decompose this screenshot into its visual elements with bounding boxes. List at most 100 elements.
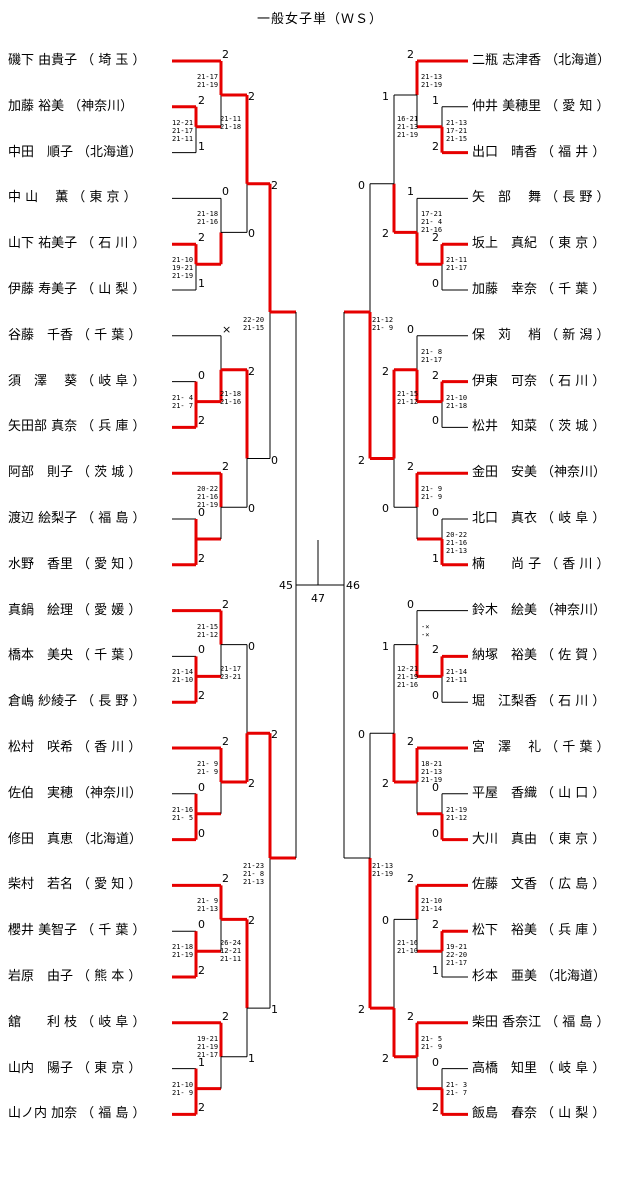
player-prefecture: （ 千 葉 ） [77, 327, 142, 343]
right-score: 1 [407, 185, 414, 199]
left-game-score: 21-18 21-16 [197, 210, 219, 227]
left-game-score: 21- 9 21- 9 [197, 760, 219, 776]
left-score: 0 [198, 780, 205, 794]
player-prefecture: （ 福 島 ） [545, 1014, 610, 1030]
right-score: 1 [432, 93, 439, 107]
player-name: 楠 尚 子 [472, 556, 542, 572]
left-player-24: 山ノ内 加奈（ 福 島 ） [8, 1106, 146, 1122]
player-prefecture: （ 山 梨 ） [81, 282, 146, 297]
player-prefecture: （ 山 口 ） [541, 785, 606, 801]
right-game-score: 21- 3 21- 7 [446, 1080, 468, 1097]
left-r2-game: 21-18 21-16 [220, 389, 242, 406]
right-game-score: 19-21 22-20 21-17 [446, 943, 468, 968]
left-game-score: 21- 9 21-13 [197, 897, 219, 914]
player-name: 佐伯 実穂 [8, 785, 74, 801]
right-player-20: 松下 裕美（ 兵 庫 ） [472, 923, 605, 939]
player-prefecture: （ 東 京 ） [77, 1060, 142, 1076]
right-r3-score: 2 [358, 1003, 365, 1017]
player-name: 舘 利 枝 [8, 1014, 78, 1030]
right-r2-score: 1 [382, 639, 389, 653]
right-r2-score: 0 [382, 502, 389, 516]
player-name: 杉本 亜美 [472, 969, 538, 984]
left-r2-game: 26-24 12-21 21-11 [220, 939, 242, 964]
left-score: 1 [198, 277, 205, 290]
left-player-2: 加藤 裕美（神奈川） [8, 99, 133, 115]
left-score: 2 [198, 231, 205, 245]
left-score: 2 [222, 48, 229, 61]
left-r2-score: 2 [248, 90, 255, 103]
right-r2-game: 21-16 21-10 [397, 939, 419, 956]
player-name: 阿部 則子 [8, 465, 74, 481]
right-player-17: 平屋 香織（ 山 口 ） [472, 786, 605, 802]
left-player-18: 修田 真恵（北海道） [8, 832, 142, 848]
player-prefecture: （ 愛 媛 ） [77, 602, 142, 618]
left-player-14: 橋本 美央（ 千 葉 ） [8, 648, 141, 664]
right-r3-game: 21-13 21-19 [372, 862, 394, 878]
player-prefecture: （ 東 京 ） [541, 831, 606, 847]
right-score: 2 [432, 368, 439, 382]
player-name: 柴田 香奈江 [472, 1014, 542, 1030]
player-prefecture: （ 石 川 ） [541, 694, 606, 710]
player-name: 山下 祐美子 [8, 236, 78, 252]
player-name: 松村 咲希 [8, 740, 74, 755]
player-name: 磯下 由貴子 [8, 53, 78, 68]
player-prefecture: （ 愛 知 ） [545, 98, 610, 114]
left-player-6: 伊藤 寿美子（ 山 梨 ） [8, 282, 146, 298]
left-r2-score: 2 [248, 777, 255, 790]
right-score: 0 [432, 414, 439, 428]
right-player-2: 仲井 美穂里（ 愛 知 ） [472, 99, 610, 115]
right-player-4: 矢 部 舞（ 長 野 ） [472, 190, 610, 206]
right-r2-score: 1 [382, 90, 389, 103]
player-name: 平屋 香織 [472, 785, 538, 801]
left-r3-score: 0 [271, 453, 278, 467]
player-name: 須 澤 葵 [8, 373, 78, 389]
player-name: 坂上 真紀 [472, 236, 538, 252]
left-score: 2 [222, 460, 229, 474]
right-score: 0 [432, 689, 439, 703]
left-r2-score: 0 [248, 227, 255, 241]
right-r2-score: 2 [382, 364, 389, 378]
left-score: 1 [198, 1055, 205, 1069]
left-game-score: 21-18 21-19 [172, 943, 194, 960]
right-player-13: 鈴木 絵美（神奈川） [472, 603, 606, 619]
left-score: 2 [222, 735, 229, 748]
left-player-3: 中田 順子（北海道） [8, 145, 142, 161]
player-name: 櫻井 美智子 [8, 923, 78, 939]
player-name: 高橋 知里 [472, 1060, 538, 1076]
right-game-score: 18-21 21-13 21-19 [421, 760, 443, 784]
right-player-18: 大川 真由（ 東 京 ） [472, 832, 605, 848]
player-name: 鈴木 絵美 [472, 602, 538, 618]
left-player-21: 岩原 由子（ 熊 本 ） [8, 969, 141, 985]
player-prefecture: （ 茨 城 ） [77, 465, 142, 481]
player-name: 北口 真衣 [472, 511, 538, 526]
right-player-5: 坂上 真紀（ 東 京 ） [472, 236, 605, 252]
left-player-22: 舘 利 枝（ 岐 阜 ） [8, 1015, 146, 1031]
right-score: 0 [407, 597, 414, 611]
match-number-left: 45 [279, 579, 293, 592]
right-score: 0 [432, 780, 439, 794]
right-r3-score: 0 [358, 178, 365, 192]
player-prefecture: （北海道） [541, 969, 607, 984]
player-prefecture: （ 千 葉 ） [541, 282, 606, 297]
left-score: 2 [222, 597, 229, 611]
left-score: 2 [198, 551, 205, 565]
left-player-10: 阿部 則子（ 茨 城 ） [8, 465, 141, 481]
right-game-score: 21-10 21-14 [421, 897, 443, 914]
left-player-4: 中 山 薫（ 東 京 ） [8, 190, 137, 206]
player-name: 伊藤 寿美子 [8, 282, 78, 297]
match-number-right: 46 [346, 579, 360, 592]
right-r2-score: 2 [382, 227, 389, 241]
left-game-score: 19-21 21-19 21-17 [197, 1034, 219, 1059]
right-player-23: 高橋 知里（ 岐 阜 ） [472, 1061, 605, 1077]
player-prefecture: （ 東 京 ） [72, 190, 137, 206]
left-score: 2 [198, 414, 205, 428]
player-prefecture: （北海道） [545, 53, 611, 68]
player-prefecture: （ 千 葉 ） [77, 648, 142, 664]
left-score: 2 [222, 1009, 229, 1023]
right-r2-game: 16-21 21-13 21-19 [397, 115, 419, 139]
right-score: 2 [432, 918, 439, 932]
player-name: 松下 裕美 [472, 923, 538, 939]
left-game-score: 21- 4 21- 7 [172, 393, 194, 410]
player-prefecture: （ 長 野 ） [81, 694, 146, 710]
player-name: 金田 安美 [472, 465, 538, 481]
